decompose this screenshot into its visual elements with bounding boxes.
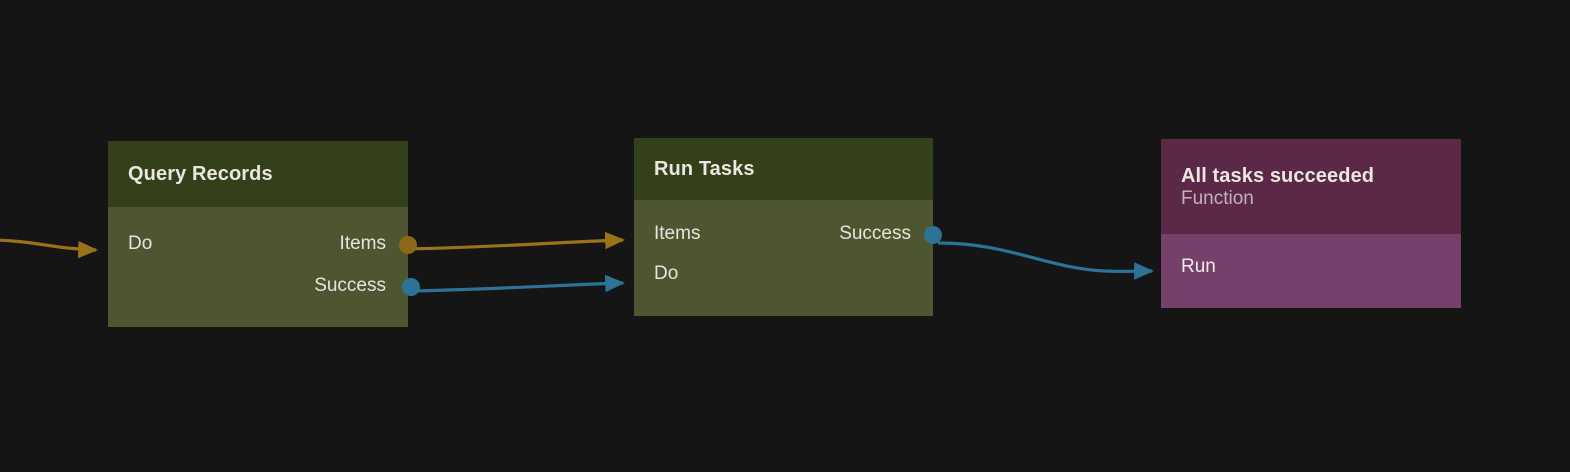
port-row-query-records-input-do[interactable]: Do: [128, 233, 152, 255]
node-all-tasks-succeeded-subtitle: Function: [1181, 187, 1254, 209]
port-row-query-records-output-items[interactable]: Items: [340, 233, 386, 255]
port-label-query-records-do: Do: [128, 233, 153, 254]
port-label-query-records-success: Success: [314, 275, 386, 296]
edge-query-success-to-run-do: [410, 274, 625, 293]
node-run-tasks-title: Run Tasks: [654, 157, 755, 180]
port-dot-query-records-success[interactable]: [402, 278, 420, 296]
port-label-run-tasks-success: Success: [839, 223, 911, 244]
port-row-all-tasks-succeeded-input-run[interactable]: Run: [1181, 256, 1216, 278]
node-query-records-title: Query Records: [128, 162, 273, 185]
port-row-run-tasks-output-success[interactable]: Success: [839, 223, 911, 245]
node-all-tasks-succeeded-title: All tasks succeeded: [1181, 165, 1375, 188]
port-row-query-records-output-success[interactable]: Success: [314, 275, 386, 297]
edge-query-items-to-run-items: [407, 231, 625, 251]
port-label-all-tasks-succeeded-run: Run: [1181, 256, 1216, 277]
node-all-tasks-succeeded-header[interactable]: All tasks succeeded Function: [1161, 139, 1461, 234]
port-dot-run-tasks-success[interactable]: [924, 226, 942, 244]
node-run-tasks[interactable]: Run Tasks Items Do Success: [634, 138, 942, 316]
port-label-query-records-items: Items: [339, 233, 386, 254]
node-query-records[interactable]: Query Records Do Items Success: [108, 141, 420, 327]
port-label-run-tasks-do: Do: [654, 263, 679, 284]
node-query-records-body[interactable]: Do Items Success: [108, 207, 420, 327]
node-run-tasks-header[interactable]: Run Tasks: [634, 138, 933, 200]
node-query-records-header[interactable]: Query Records: [108, 141, 408, 207]
node-all-tasks-succeeded[interactable]: All tasks succeeded Function Run: [1161, 139, 1461, 308]
edge-incoming-to-query-records-do: [0, 238, 98, 259]
node-all-tasks-succeeded-body[interactable]: Run: [1161, 234, 1461, 308]
port-label-run-tasks-items: Items: [654, 223, 701, 244]
edge-run-success-to-function-run: [937, 241, 1154, 280]
port-row-run-tasks-input-do[interactable]: Do: [654, 263, 678, 285]
port-dot-query-records-items[interactable]: [399, 236, 417, 254]
node-run-tasks-body[interactable]: Items Do Success: [634, 200, 942, 316]
port-row-run-tasks-input-items[interactable]: Items: [654, 223, 700, 245]
